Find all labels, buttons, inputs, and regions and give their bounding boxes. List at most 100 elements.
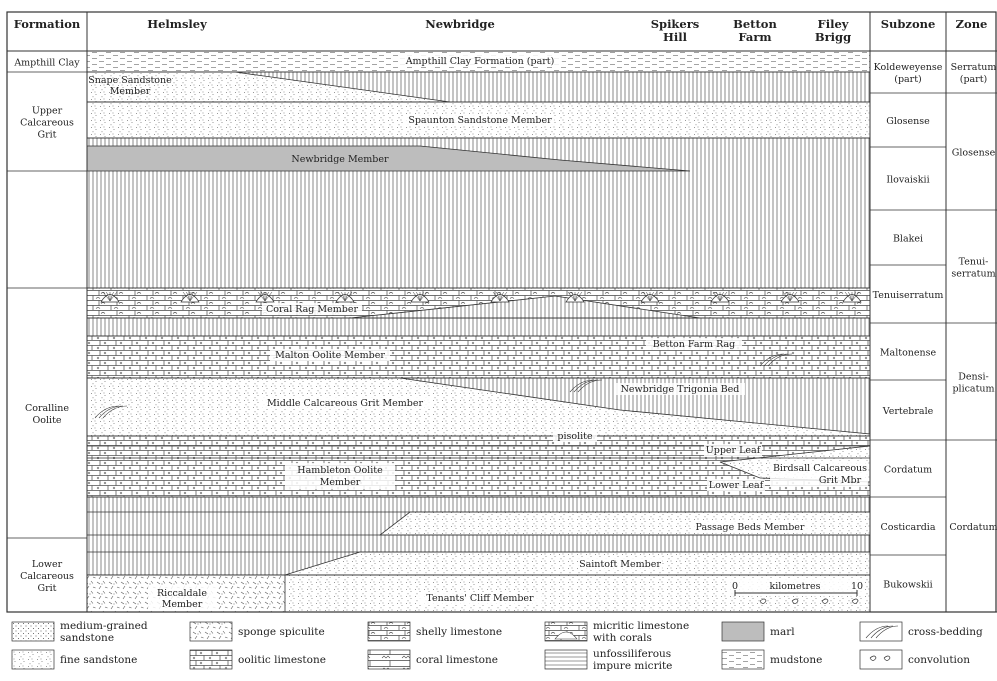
- coral-mound-ray: [649, 291, 654, 302]
- coral-mound-ray: [419, 291, 424, 302]
- unit-middle-calcareous-grit: Middle Calcareous Grit Member: [267, 398, 424, 409]
- unit-pisolite-bg: [553, 430, 597, 442]
- legend-swatch-medium-grained-sandstone: [11, 621, 55, 642]
- cross-bedding-mark: [577, 379, 603, 393]
- coral-mound-ray: [109, 291, 114, 302]
- scale-label: kilometres: [769, 581, 820, 592]
- legend-label-fine-sandstone: fine sandstone: [60, 654, 137, 666]
- header-formation: Formation: [14, 17, 81, 31]
- scale-zero: 0: [732, 581, 738, 592]
- legend-item-sponge-spiculite: sponge spiculite: [189, 621, 325, 642]
- legend-label-sponge-spiculite: sponge spiculite: [238, 626, 325, 638]
- scale-bar-bg: [728, 578, 864, 596]
- unit-coral-rag: Coral Rag Member: [266, 304, 358, 315]
- coral-mound-ray: [789, 291, 794, 302]
- coral-mound-ray: [261, 291, 266, 302]
- coral-mound-ray: [851, 291, 860, 302]
- coral-mound-ray: [106, 291, 111, 302]
- coral-mound-ray: [719, 291, 724, 302]
- cross-bedding-mark: [102, 405, 128, 419]
- legend-swatch-fine-sandstone: [11, 649, 55, 670]
- coral-mound-ray: [492, 291, 501, 302]
- subzone-bukowskii: Bukowskii: [883, 580, 932, 591]
- unit-riccaldale-bg: [148, 586, 216, 610]
- legend-label-mudstone: mudstone: [770, 654, 822, 666]
- coral-mound-ray: [848, 291, 853, 302]
- unit-tenants-cliff-bg: [418, 592, 542, 604]
- unit-ampthill-clay-formation-bg: [398, 55, 562, 67]
- unit-betton-farm-rag-bg: [646, 338, 742, 350]
- coral-mound-ray: [257, 291, 266, 302]
- coral-mound-ray: [719, 291, 728, 302]
- legend-cross-mark: [875, 625, 899, 639]
- unit-coral-rag-bg: [262, 303, 362, 315]
- subzone-tenuiserratum: Tenuiserratum: [873, 290, 944, 301]
- legend-swatch-oolitic-limestone: [189, 649, 233, 670]
- cross-bedding-mark: [569, 379, 595, 393]
- coral-mound-ray: [264, 291, 273, 302]
- legend-swatch-micritic-limestone-corals: [544, 621, 588, 642]
- cross-bedding-mark: [759, 353, 785, 367]
- unit-tenants-cliff: Tenants' Cliff Member: [426, 593, 534, 604]
- legend-swatch-mudstone: [721, 649, 765, 670]
- zone-tenuiserratum: Tenui-serratum: [951, 257, 995, 280]
- header-zone: Zone: [956, 17, 988, 31]
- unit-passage-beds-bg: [692, 521, 808, 533]
- legend-item-cross-bedding: cross-bedding: [859, 621, 983, 642]
- legend-convolution-mark: [869, 655, 877, 661]
- formation-ampthill-clay: Ampthill Clay: [13, 58, 80, 69]
- cross-bedding-mark: [763, 353, 789, 367]
- coral-mound-ray: [264, 291, 269, 302]
- unit-ampthill-clay-formation: Ampthill Clay Formation (part): [405, 56, 555, 67]
- cross-bedding-mark: [767, 353, 793, 367]
- coral-mound-ray: [642, 291, 651, 302]
- coral-mound-ray: [182, 291, 191, 302]
- subzone-cordatum: Cordatum: [884, 465, 932, 476]
- subzone-vertebrale: Vertebrale: [882, 406, 934, 417]
- subzone-glosense: Glosense: [886, 116, 930, 127]
- subzone-koldeweyense: Koldeweyense(part): [874, 62, 943, 85]
- legend-cross-mark: [865, 625, 889, 639]
- legend-item-mudstone: mudstone: [721, 649, 822, 670]
- subzone-ilovaiskii: Ilovaiskii: [886, 175, 929, 186]
- unit-malton-oolite: Malton Oolite Member: [275, 350, 385, 361]
- coral-mound-ray: [571, 291, 576, 302]
- unit-saintoft-bg: [578, 558, 662, 570]
- coral-mound-ray: [189, 291, 194, 302]
- legend-item-coral-limestone: coral limestone: [367, 649, 498, 670]
- subzone-maltonense: Maltonense: [880, 348, 937, 359]
- coral-mound-ray: [344, 291, 349, 302]
- unit-birdsall-bg: [770, 461, 868, 487]
- legend-label-convolution: convolution: [908, 654, 970, 666]
- unit-spaunton-sandstone-bg: [406, 114, 554, 126]
- cross-bedding-mark: [94, 405, 120, 419]
- header-locality-newbridge: Newbridge: [425, 17, 495, 31]
- unit-lower-leaf-bg: [707, 479, 765, 491]
- unit-betton-farm-rag: Betton Farm Rag: [653, 339, 735, 350]
- subzone-blakei: Blakei: [893, 234, 923, 245]
- legend-coral-mound: [554, 631, 578, 640]
- unit-upper-leaf-bg: [704, 444, 762, 456]
- coral-mound-ray: [786, 291, 791, 302]
- coral-mound-ray: [649, 291, 658, 302]
- legend-swatch-sponge-spiculite: [189, 621, 233, 642]
- legend-label-marl: marl: [770, 626, 795, 638]
- unit-hambleton-oolite-bg: [285, 463, 395, 489]
- coral-mound-ray: [186, 291, 191, 302]
- unit-saintoft: Saintoft Member: [579, 559, 661, 570]
- unit-malton-oolite-bg: [270, 349, 390, 361]
- legend-cross-mark: [870, 625, 894, 639]
- legend-label-coral-limestone: coral limestone: [416, 654, 498, 666]
- legend-item-marl: marl: [721, 621, 795, 642]
